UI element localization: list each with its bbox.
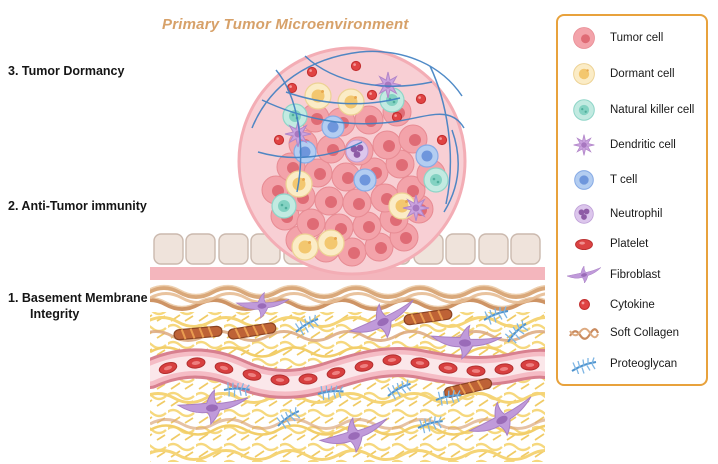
- legend-box: Tumor cell Dormant cell Natural killer c…: [556, 14, 708, 386]
- tumor-cell-icon: [566, 26, 602, 50]
- tumor-mass: [237, 46, 467, 276]
- legend-label: Soft Collagen: [610, 327, 680, 340]
- label-basement-membrane-line2: Integrity: [30, 307, 80, 322]
- platelet-icon: [566, 237, 602, 252]
- t-cell-icon: [566, 169, 602, 191]
- legend-item-dormant-cell: Dormant cell: [566, 62, 700, 86]
- legend-label: Tumor cell: [610, 32, 664, 44]
- legend-item-dendritic-cell: Dendritic cell: [566, 133, 700, 157]
- legend-label: T cell: [610, 174, 638, 187]
- legend-item-soft-collagen: Soft Collagen: [566, 324, 700, 342]
- neutrophil-icon: [566, 203, 602, 225]
- legend-label: Dormant cell: [610, 67, 675, 80]
- label-anti-tumor-immunity: 2. Anti-Tumor immunity: [8, 199, 147, 213]
- tumor-fiber-network: [251, 50, 465, 213]
- legend-item-t-cell: T cell: [566, 169, 700, 191]
- legend-item-tumor-cell: Tumor cell: [566, 26, 700, 50]
- label-tumor-dormancy: 3. Tumor Dormancy: [8, 64, 125, 78]
- legend-label: Natural killer cell: [610, 103, 695, 116]
- proteoglycan-icon: [566, 354, 602, 374]
- legend-label: Neutrophil: [610, 207, 663, 220]
- dendritic-cell-icon: [566, 133, 602, 157]
- legend-item-proteoglycan: Proteoglycan: [566, 354, 700, 374]
- figure-title: Primary Tumor Microenvironment: [162, 16, 409, 33]
- label-basement-membrane-integrity: 1. Basement Membrane Integrity: [8, 290, 168, 323]
- legend-item-platelet: Platelet: [566, 237, 700, 252]
- soft-collagen-fibers: [150, 284, 545, 309]
- natural-killer-cell-icon: [566, 98, 602, 122]
- legend-item-neutrophil: Neutrophil: [566, 203, 700, 225]
- legend-item-natural-killer-cell: Natural killer cell: [566, 98, 700, 122]
- cytokine-icon: [566, 297, 602, 312]
- fibroblast-icon: [566, 264, 602, 286]
- legend-item-cytokine: Cytokine: [566, 297, 700, 312]
- dormant-cell-icon: [566, 62, 602, 86]
- neutrophil-cell: [345, 139, 369, 163]
- legend-label: Fibroblast: [610, 268, 661, 281]
- legend-label: Platelet: [610, 238, 649, 251]
- label-basement-membrane-line1: 1. Basement Membrane: [8, 291, 148, 305]
- legend-label: Cytokine: [610, 298, 655, 311]
- soft-collagen-icon: [566, 324, 602, 342]
- legend-label: Dendritic cell: [610, 139, 676, 152]
- legend-label: Proteoglycan: [610, 357, 678, 370]
- legend-item-fibroblast: Fibroblast: [566, 264, 700, 286]
